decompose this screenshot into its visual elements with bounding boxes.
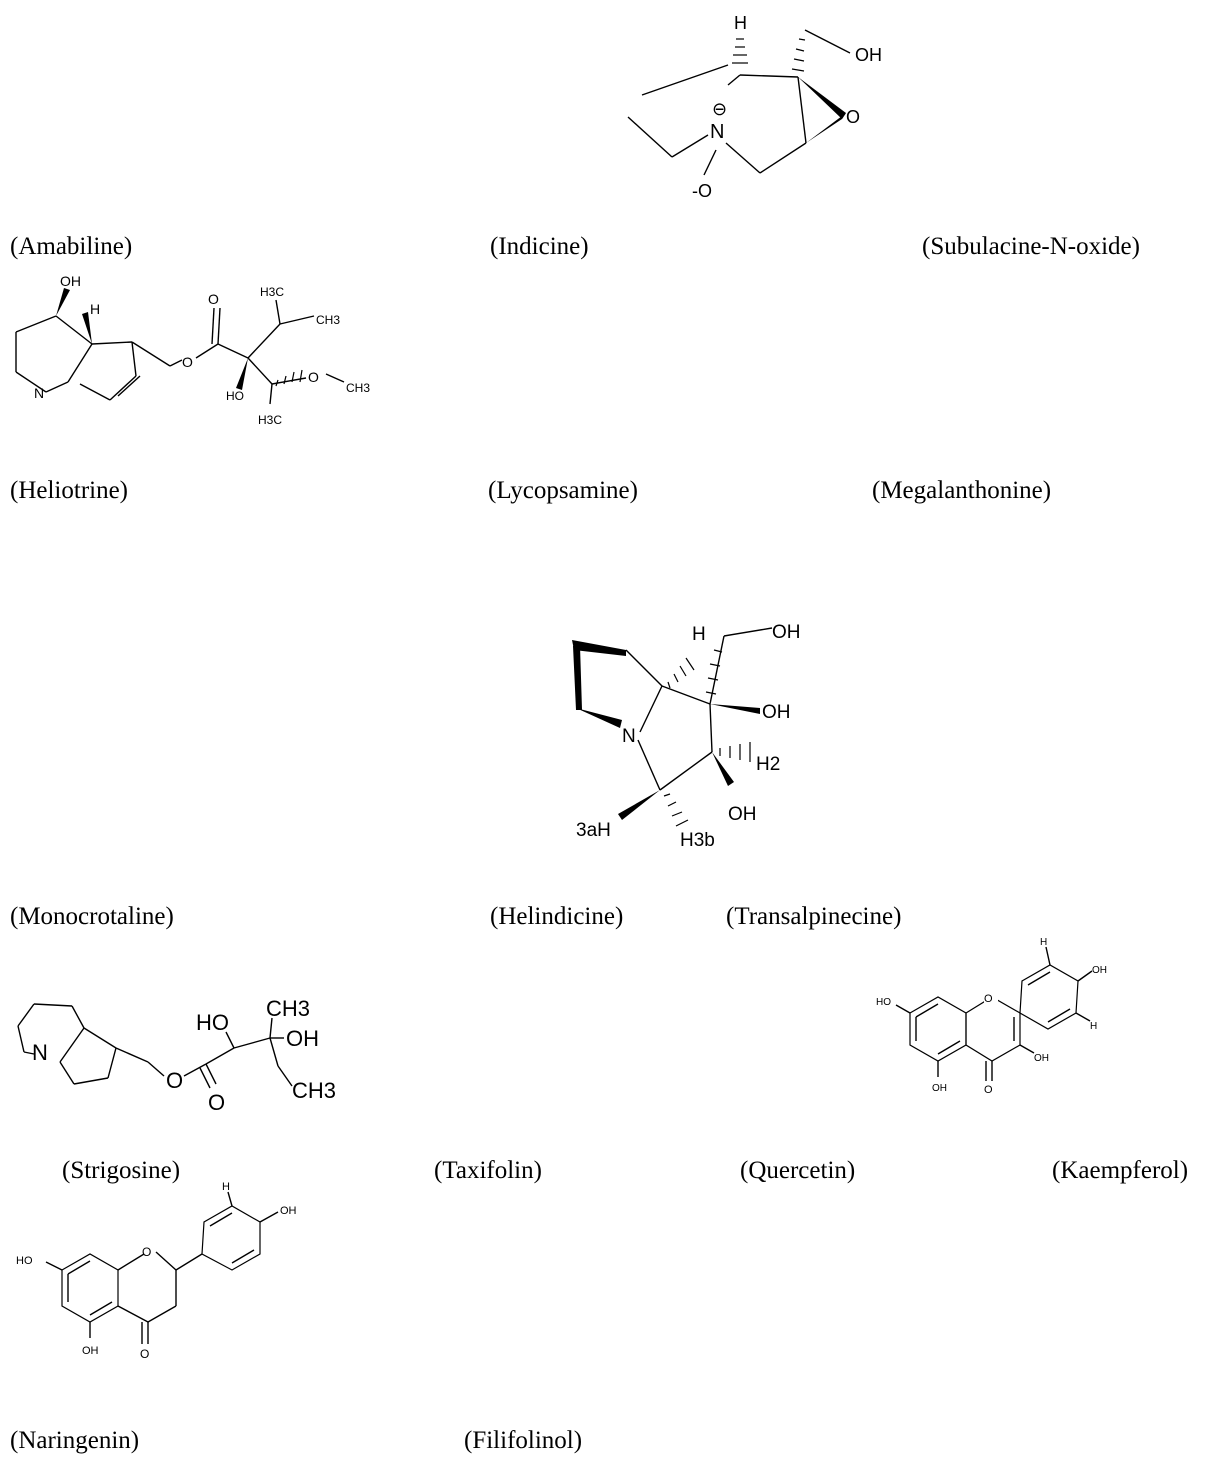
atom-n-minus: ⊖ [712, 99, 727, 119]
atom-oh-3: OH [1034, 1053, 1049, 1064]
hashed-bond-h [667, 657, 695, 689]
atom-n: N [710, 121, 724, 143]
label-helindicine: (Helindicine) [490, 903, 624, 930]
atom-oh: OH [286, 1026, 319, 1051]
label-taxifolin: (Taxifolin) [434, 1157, 542, 1184]
label-strigosine: (Strigosine) [62, 1157, 181, 1184]
atom-h-1: H [1040, 937, 1047, 948]
flavanone-structure: O HO OH O H OH [16, 1181, 297, 1361]
atom-o-epoxide: O [846, 107, 860, 127]
label-transalpinecine: (Transalpinecine) [726, 903, 902, 930]
label-indicine: (Indicine) [490, 233, 589, 260]
atom-o-methoxy: O [308, 369, 319, 385]
atom-oh-3: OH [728, 804, 757, 825]
label-heliotrine: (Heliotrine) [10, 477, 129, 504]
atom-oh-1: OH [60, 273, 81, 289]
atom-h-2: H [1090, 1021, 1097, 1032]
atom-ho: HO [876, 997, 891, 1008]
atom-h-1: H [90, 301, 100, 317]
atom-oh: OH [855, 45, 882, 65]
atom-3ah: 3aH [576, 820, 611, 841]
hashed-bond-h [732, 38, 748, 64]
label-amabiline: (Amabiline) [10, 233, 133, 260]
atom-h3c-2: H3C [258, 413, 282, 427]
label-subulacine: (Subulacine-N-oxide) [922, 233, 1140, 260]
hashed-bond-ome [275, 369, 303, 387]
hashed-bond-ch2oh [705, 649, 723, 695]
heliotrine-structure: OH H N O O H3C CH3 HO O CH3 H3C [15, 273, 370, 427]
atom-oh-5: OH [932, 1083, 947, 1094]
atom-ho: HO [16, 1255, 33, 1267]
hashed-bond-h2 [719, 742, 751, 762]
atom-o-ring: O [142, 1245, 151, 1259]
atom-oh-1: OH [772, 622, 801, 643]
atom-o-minus: -O [692, 181, 712, 201]
label-kaempferol: (Kaempferol) [1052, 1157, 1189, 1184]
flavonol-structure: O HO OH O OH H OH H [876, 937, 1107, 1096]
atom-n: N [34, 385, 44, 401]
atom-n: N [622, 726, 636, 747]
label-lycopsamine: (Lycopsamine) [488, 477, 638, 504]
atom-h3c-1: H3C [260, 285, 284, 299]
atom-ch3-2: CH3 [346, 381, 370, 395]
label-quercetin: (Quercetin) [740, 1157, 856, 1184]
atom-o-carbonyl: O [208, 291, 219, 307]
atom-ch3-1: CH3 [316, 313, 340, 327]
atom-n: N [32, 1040, 48, 1065]
atom-h2: H2 [756, 754, 780, 775]
atom-oh-4: OH [1092, 965, 1107, 976]
atom-o-ring: O [984, 993, 993, 1005]
label-megalanthonine: (Megalanthonine) [872, 477, 1052, 504]
atom-ho: HO [196, 1010, 229, 1035]
atom-ch3-2: CH3 [292, 1078, 336, 1103]
label-filifolinol: (Filifolinol) [464, 1427, 583, 1454]
hashed-bond-ch2oh [791, 38, 806, 72]
hashed-bond-h3b [663, 793, 689, 827]
atom-h3b: H3b [680, 830, 715, 851]
atom-oh-2: OH [762, 702, 791, 723]
atom-oh-5: OH [82, 1345, 99, 1357]
label-naringenin: (Naringenin) [10, 1427, 140, 1454]
label-monocrotaline: (Monocrotaline) [10, 903, 174, 930]
helindicine-structure: N H OH OH H2 OH 3aH H3b [572, 622, 801, 851]
atom-o-ester: O [182, 354, 193, 370]
atom-oh-4: OH [280, 1205, 297, 1217]
atom-o-carbonyl: O [208, 1090, 225, 1115]
atom-o-keto: O [140, 1347, 149, 1361]
atom-o-keto: O [984, 1084, 993, 1096]
subulacine-n-oxide-structure: H OH ⊖ N O -O [627, 13, 882, 201]
atom-o-ester: O [166, 1068, 183, 1093]
atom-ho: HO [226, 389, 244, 403]
atom-h: H [222, 1181, 230, 1193]
atom-h: H [734, 13, 747, 33]
strigosine-structure: N O O HO CH3 OH CH3 [17, 996, 336, 1115]
atom-h: H [692, 624, 706, 645]
atom-ch3-1: CH3 [266, 996, 310, 1021]
